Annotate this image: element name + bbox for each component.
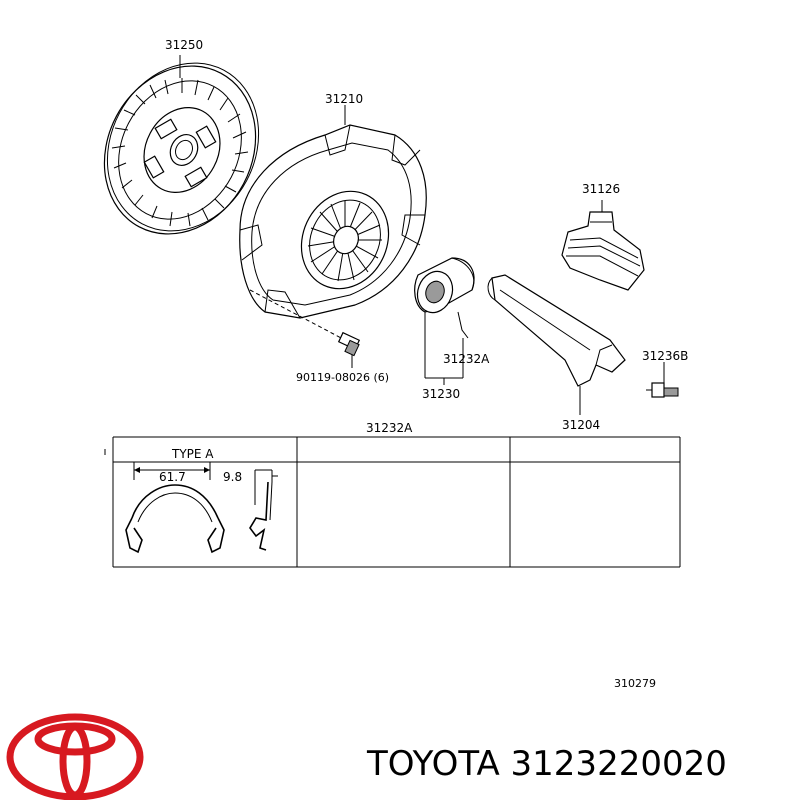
clutch-disc: [103, 55, 260, 235]
label-bearing-hub: 31230: [422, 387, 460, 401]
clip-side-view: [249, 469, 278, 551]
release-bearing: [414, 257, 475, 385]
diagram-code: 310279: [614, 677, 656, 690]
label-table-part: 31232A: [366, 421, 413, 435]
release-fork: [487, 274, 626, 415]
toyota-logo-icon: [6, 713, 144, 800]
release-fork-boot: [561, 200, 645, 291]
label-boot: 31126: [582, 182, 620, 196]
label-support: 31236B: [642, 349, 688, 363]
label-clutch-cover: 31210: [325, 92, 363, 106]
label-fork: 31204: [562, 418, 600, 432]
clutch-cover: [239, 105, 427, 341]
label-bolt: 90119-08026 (6): [296, 371, 389, 384]
label-dim-width: 61.7: [159, 470, 186, 484]
label-type: TYPE A: [171, 447, 214, 461]
label-dim-thickness: 9.8: [223, 470, 242, 484]
bolt: [337, 331, 361, 368]
detail-table: [104, 436, 681, 568]
fork-support: [646, 362, 679, 398]
label-clutch-disc: 31250: [165, 38, 203, 52]
clip-front-view: [125, 462, 225, 554]
label-bearing-clip: 31232A: [443, 352, 490, 366]
brand-caption: TOYOTA 3123220020: [366, 744, 727, 784]
